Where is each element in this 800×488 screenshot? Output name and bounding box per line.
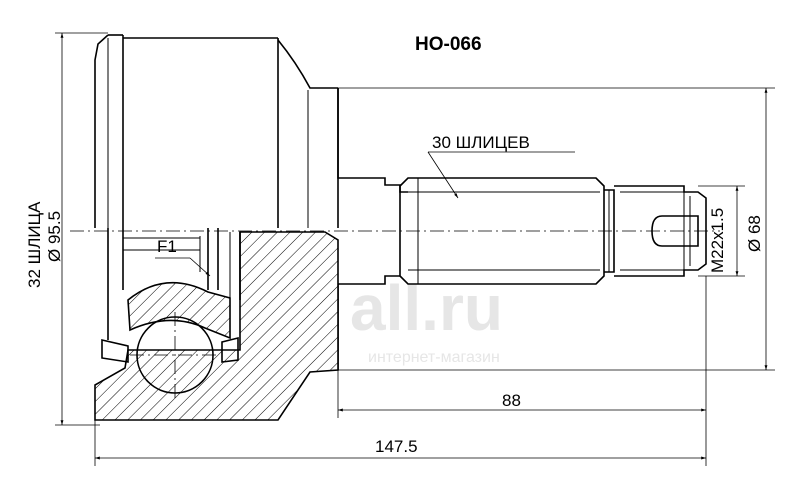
label-seal-diameter: Ø 68 <box>745 215 764 252</box>
callout-f1: F1 <box>155 237 211 277</box>
watermark: all.ru интернет-магазин <box>350 272 503 366</box>
callout-shaft-splines: 30 ШЛИЦЕВ <box>427 133 575 199</box>
part-number-title: HO-066 <box>415 34 482 55</box>
label-shaft-splines: 30 ШЛИЦЕВ <box>432 133 530 152</box>
housing-section <box>94 228 339 421</box>
label-total-length: 147.5 <box>375 437 418 456</box>
dim-thread: M22x1.5 <box>698 185 745 277</box>
dim-seal-diameter: Ø 68 <box>338 87 775 371</box>
outer-housing <box>94 34 408 228</box>
watermark-logo: all.ru <box>350 272 503 344</box>
watermark-subtitle: интернет-магазин <box>368 349 500 366</box>
label-housing-diameter: Ø 95.5 <box>45 211 64 262</box>
dim-housing-diameter: 32 ШЛИЦА Ø 95.5 <box>25 32 108 426</box>
dim-shaft-length: 88 <box>337 276 707 418</box>
dim-total-length: 147.5 <box>94 418 707 466</box>
label-thread: M22x1.5 <box>708 208 727 273</box>
label-shaft-length: 88 <box>502 391 521 410</box>
label-f1: F1 <box>157 237 177 256</box>
label-housing-splines: 32 ШЛИЦА <box>25 201 44 288</box>
